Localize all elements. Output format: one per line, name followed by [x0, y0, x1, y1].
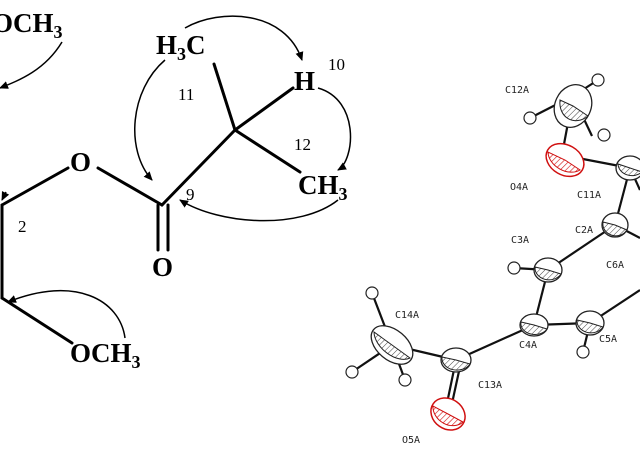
atom-o-ester: O [70, 147, 91, 177]
label-c13a: C13A [478, 380, 502, 391]
atom-c4a-ellipsoid [519, 313, 549, 337]
position-number-12: 12 [294, 135, 311, 154]
arrow-h3c-h [184, 15, 304, 61]
bond-o-c9 [96, 166, 164, 207]
arrow-ring-2 [1, 191, 10, 201]
hydrogen-atom [523, 111, 537, 125]
label-c5a: C5A [599, 334, 617, 345]
position-number-10: 10 [328, 55, 345, 74]
atom-c2a-ellipsoid [601, 212, 629, 238]
skeletal-structure: OCH3 O H3C H CH3 O OCH3 10 11 12 9 2 [0, 8, 352, 372]
atom-c14a-ellipsoid [370, 325, 414, 365]
bond-ring-o [0, 166, 70, 207]
bond-c-h [233, 86, 295, 132]
label-c6a: C6A [606, 260, 624, 271]
label-c2a: C2A [575, 225, 593, 236]
atom-ch3-right: CH3 [298, 170, 348, 204]
atom-o5a-ellipsoid [430, 397, 466, 431]
label-c4a: C4A [519, 340, 537, 351]
bond-ring-och3 [0, 296, 74, 345]
atom-h: H [294, 66, 315, 96]
label-c11a: C11A [577, 190, 601, 201]
arrow-h3c-c9 [134, 59, 166, 181]
atom-o4a-ellipsoid [545, 142, 585, 178]
label-c3a: C3A [511, 235, 529, 246]
hydrogen-atom [591, 73, 605, 87]
hydrogen-atom [345, 365, 359, 379]
position-number-11: 11 [178, 85, 194, 104]
arrow-h-ch3 [317, 87, 352, 171]
bond-c-ch3 [233, 128, 302, 174]
atom-h3c: H3C [156, 30, 206, 64]
hydrogen-atom [576, 345, 590, 359]
atom-och3-top: OCH3 [0, 8, 63, 42]
atom-c11a-ellipsoid [615, 155, 640, 181]
hydrogen-atom [398, 373, 412, 387]
arrow-och3-bottom [7, 289, 126, 339]
hydrogen-atom [597, 128, 611, 142]
position-number-9: 9 [186, 185, 195, 204]
atom-c5a-ellipsoid [575, 310, 605, 336]
hydrogen-atom [365, 286, 379, 300]
bond-c9-c [160, 128, 237, 207]
atom-o-carbonyl: O [152, 252, 173, 282]
arrow-ch3-c9 [179, 199, 339, 222]
label-o5a: O5A [402, 435, 420, 446]
arrow-och3-top [0, 41, 63, 89]
position-number-2: 2 [18, 217, 27, 236]
atom-c13a-ellipsoid [440, 347, 472, 373]
label-c12a: C12A [505, 85, 529, 96]
bond-c-h3c [212, 62, 237, 132]
label-o4a: O4A [510, 182, 528, 193]
atom-c12a-ellipsoid [553, 84, 593, 128]
label-c14a: C14A [395, 310, 419, 321]
atom-c3a-ellipsoid [533, 257, 563, 283]
ortep-structure: C12A O4A C11A C2A C3A C6A C14A C4A C5A C… [345, 73, 640, 446]
atom-och3-bottom: OCH3 [70, 338, 141, 372]
hydrogen-atom [507, 261, 521, 275]
